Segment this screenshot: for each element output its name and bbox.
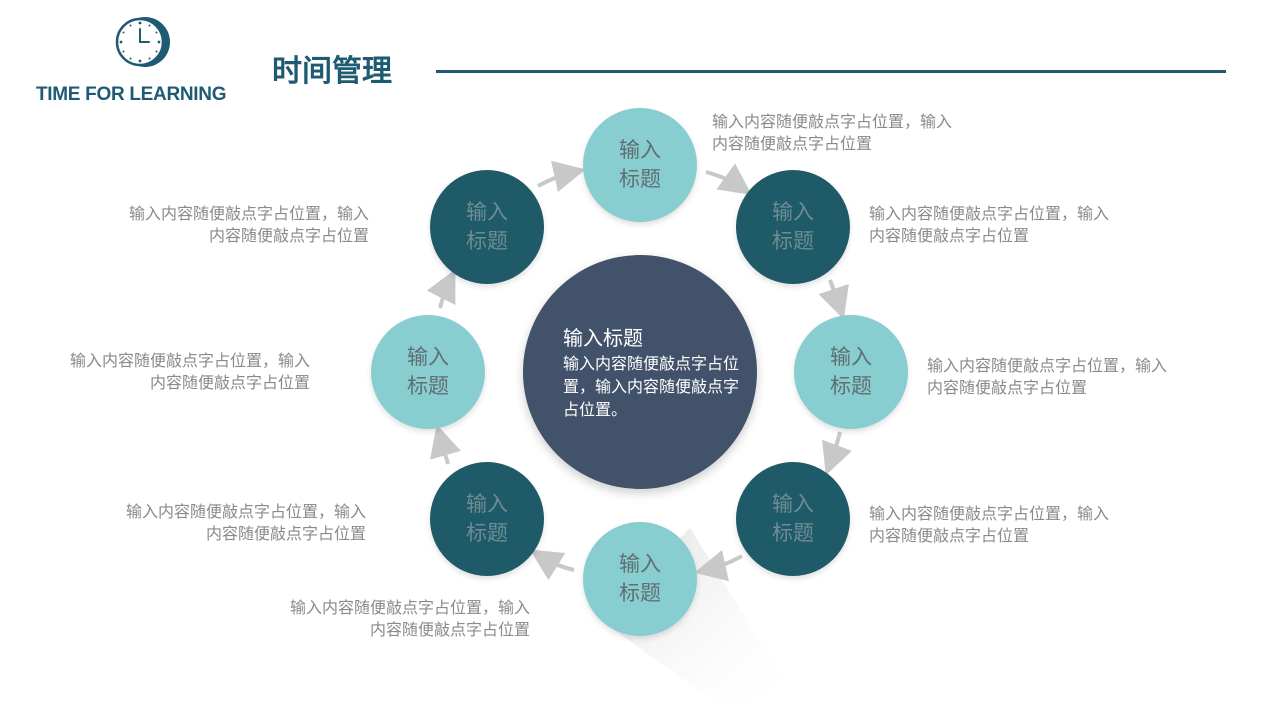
arrow-5 xyxy=(529,549,575,581)
desc-line: 内容随便敲点字占位置 xyxy=(206,524,367,543)
desc-line: 内容随便敲点字占位置 xyxy=(209,226,370,245)
desc-top-right: 输入内容随便敲点字占位置，输入 内容随便敲点字占位置 xyxy=(869,203,1109,247)
desc-bottom: 输入内容随便敲点字占位置，输入 内容随便敲点字占位置 xyxy=(290,597,530,641)
arrow-2 xyxy=(818,279,849,320)
desc-line: 输入内容随便敲点字占位置，输入 xyxy=(126,502,367,521)
arrow-7 xyxy=(426,269,456,309)
node-label: 输入标题 xyxy=(772,492,814,545)
desc-line: 输入内容随便敲点字占位置，输入 xyxy=(290,598,531,617)
node-label: 输入标题 xyxy=(466,492,508,545)
desc-line: 输入内容随便敲点字占位置，输入 xyxy=(869,204,1110,223)
node-bottom-right: 输入标题 xyxy=(736,462,850,576)
desc-line: 内容随便敲点字占位置 xyxy=(150,373,311,392)
node-label: 输入标题 xyxy=(619,552,661,605)
page-title: 时间管理 xyxy=(272,54,392,89)
title-divider xyxy=(436,70,1226,73)
node-left: 输入标题 xyxy=(371,315,485,429)
desc-line: 输入内容随便敲点字占位置，输入 xyxy=(70,351,311,370)
arrow-1 xyxy=(705,163,752,195)
logo: TIME FOR LEARNING xyxy=(30,12,245,112)
node-label: 输入标题 xyxy=(407,345,449,398)
center-circle: 输入标题 输入内容随便敲点字占位置，输入内容随便敲点字占位置。 xyxy=(523,255,757,489)
arrow-6 xyxy=(430,424,461,465)
desc-line: 输入内容随便敲点字占位置，输入 xyxy=(712,112,953,131)
logo-text: TIME FOR LEARNING xyxy=(36,84,227,105)
node-top: 输入标题 xyxy=(583,108,697,222)
arrow-4 xyxy=(694,550,743,582)
desc-top-left: 输入内容随便敲点字占位置，输入 内容随便敲点字占位置 xyxy=(129,203,369,247)
center-title: 输入标题 xyxy=(563,326,643,350)
node-label: 输入标题 xyxy=(619,138,661,191)
arrow-3 xyxy=(822,431,853,476)
desc-line: 内容随便敲点字占位置 xyxy=(927,378,1088,397)
node-right: 输入标题 xyxy=(794,315,908,429)
node-label: 输入标题 xyxy=(772,200,814,253)
node-bottom: 输入标题 xyxy=(583,522,697,636)
desc-bottom-right: 输入内容随便敲点字占位置，输入 内容随便敲点字占位置 xyxy=(869,503,1109,547)
desc-left: 输入内容随便敲点字占位置，输入 内容随便敲点字占位置 xyxy=(70,350,310,394)
desc-line: 内容随便敲点字占位置 xyxy=(869,226,1030,245)
node-top-left: 输入标题 xyxy=(430,170,544,284)
clock-icon xyxy=(115,17,170,67)
node-bottom-left: 输入标题 xyxy=(430,462,544,576)
desc-line: 内容随便敲点字占位置 xyxy=(712,134,873,153)
node-label: 输入标题 xyxy=(830,345,872,398)
arrow-8 xyxy=(537,160,586,192)
desc-line: 输入内容随便敲点字占位置，输入 xyxy=(129,204,370,223)
node-top-right: 输入标题 xyxy=(736,170,850,284)
desc-top: 输入内容随便敲点字占位置，输入 内容随便敲点字占位置 xyxy=(712,111,952,155)
center-body: 输入内容随便敲点字占位置，输入内容随便敲点字占位置。 xyxy=(563,354,740,419)
desc-line: 内容随便敲点字占位置 xyxy=(869,526,1030,545)
desc-line: 输入内容随便敲点字占位置，输入 xyxy=(927,356,1168,375)
desc-line: 内容随便敲点字占位置 xyxy=(370,620,531,639)
desc-right: 输入内容随便敲点字占位置，输入 内容随便敲点字占位置 xyxy=(927,355,1167,399)
node-label: 输入标题 xyxy=(466,200,508,253)
desc-bottom-left: 输入内容随便敲点字占位置，输入 内容随便敲点字占位置 xyxy=(126,501,366,545)
desc-line: 输入内容随便敲点字占位置，输入 xyxy=(869,504,1110,523)
